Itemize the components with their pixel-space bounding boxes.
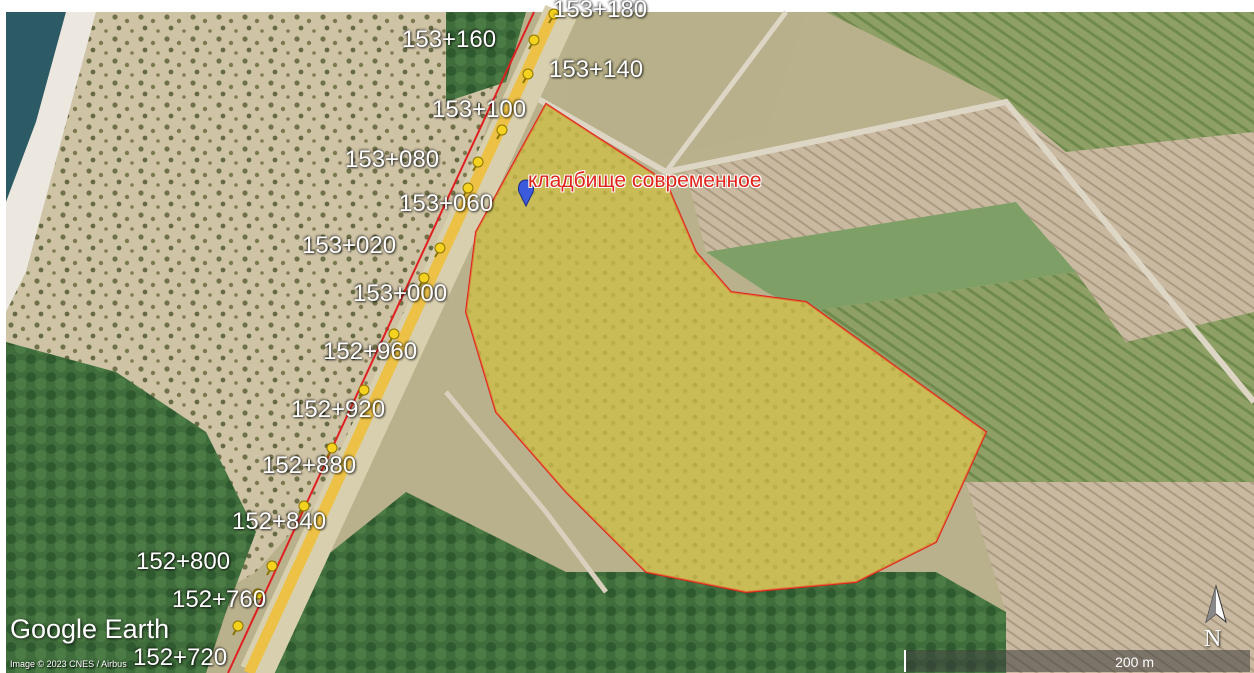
chainage-label: 152+920: [291, 396, 386, 423]
map-imagery: [6, 4, 1254, 673]
chainage-label: 152+840: [232, 508, 327, 535]
chainage-label: 153+140: [549, 56, 644, 83]
chainage-label: 153+080: [345, 146, 440, 173]
chainage-label: 153+100: [432, 96, 527, 123]
yellow-pushpin-icon[interactable]: [416, 272, 432, 288]
chainage-label: 153+020: [302, 232, 397, 259]
chainage-label: 153+000: [353, 280, 448, 307]
blue-placemark-icon[interactable]: [517, 179, 535, 208]
scale-tick: [904, 650, 906, 672]
chainage-label: 152+760: [172, 586, 267, 613]
chainage-label: 153+060: [399, 190, 494, 217]
scale-label: 200 m: [1115, 654, 1154, 670]
compass-letter: N: [1204, 626, 1222, 652]
google-earth-logo: Google Earth: [10, 614, 170, 644]
scale-bar: 200 m: [904, 650, 1250, 672]
yellow-pushpin-icon[interactable]: [356, 384, 372, 400]
yellow-pushpin-icon[interactable]: [470, 156, 486, 172]
chainage-label: 152+880: [262, 452, 357, 479]
compass-arrow-icon: [1205, 584, 1227, 624]
yellow-pushpin-icon[interactable]: [432, 242, 448, 258]
cemetery-label: кладбище современное: [528, 169, 762, 192]
yellow-pushpin-icon[interactable]: [296, 500, 312, 516]
north-compass-icon[interactable]: N: [1196, 584, 1236, 654]
yellow-pushpin-icon[interactable]: [386, 328, 402, 344]
satellite-map[interactable]: 153+180 153+160 153+140 153+100 153+080 153+0…: [6, 0, 1254, 673]
imagery-credit: Image © 2023 CNES / Airbus: [10, 659, 127, 669]
yellow-pushpin-icon[interactable]: [494, 124, 510, 140]
chainage-label: 152+720: [133, 644, 228, 671]
yellow-pushpin-icon[interactable]: [526, 34, 542, 50]
chainage-label: 152+960: [323, 338, 418, 365]
yellow-pushpin-icon[interactable]: [520, 68, 536, 84]
yellow-pushpin-icon[interactable]: [546, 8, 562, 24]
chainage-label: 152+800: [136, 548, 231, 575]
chainage-label: 153+180: [553, 0, 648, 23]
yellow-pushpin-icon[interactable]: [230, 620, 246, 636]
chainage-label: 153+160: [402, 26, 497, 53]
yellow-pushpin-icon[interactable]: [324, 442, 340, 458]
yellow-pushpin-icon[interactable]: [460, 182, 476, 198]
yellow-pushpin-icon[interactable]: [250, 588, 266, 604]
yellow-pushpin-icon[interactable]: [264, 560, 280, 576]
